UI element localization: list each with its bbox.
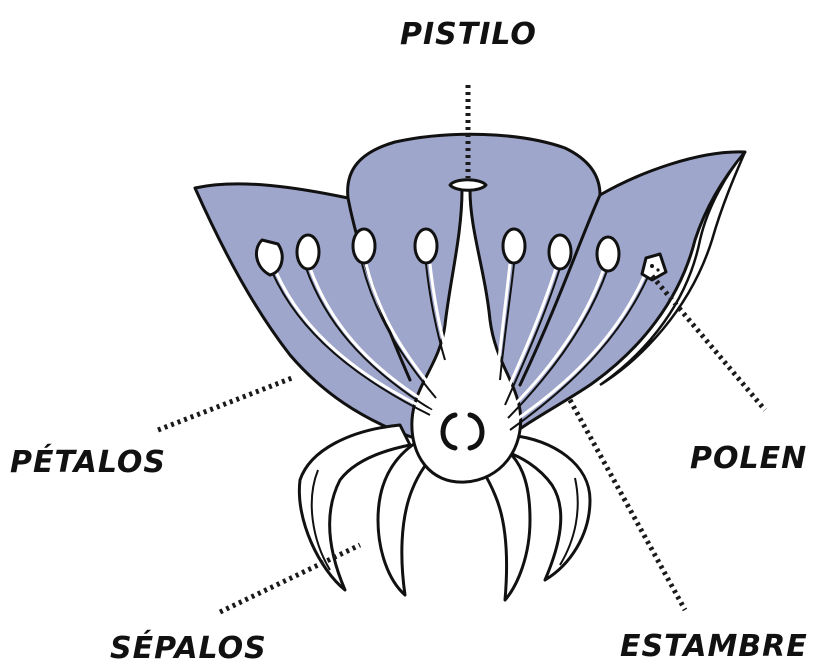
label-pistil: PISTILO [400, 17, 537, 52]
anther [549, 235, 571, 269]
label-sepals: SÉPALOS [110, 630, 267, 666]
label-petals: PÉTALOS [10, 444, 166, 480]
pistil-stigma [450, 180, 486, 191]
anther [297, 235, 319, 269]
label-stamen: ESTAMBRE [620, 629, 808, 664]
leader-petals [158, 378, 292, 430]
anther [597, 237, 619, 271]
anther [415, 229, 437, 263]
anther [503, 229, 525, 263]
anther [353, 229, 375, 263]
label-pollen: POLEN [690, 441, 807, 476]
